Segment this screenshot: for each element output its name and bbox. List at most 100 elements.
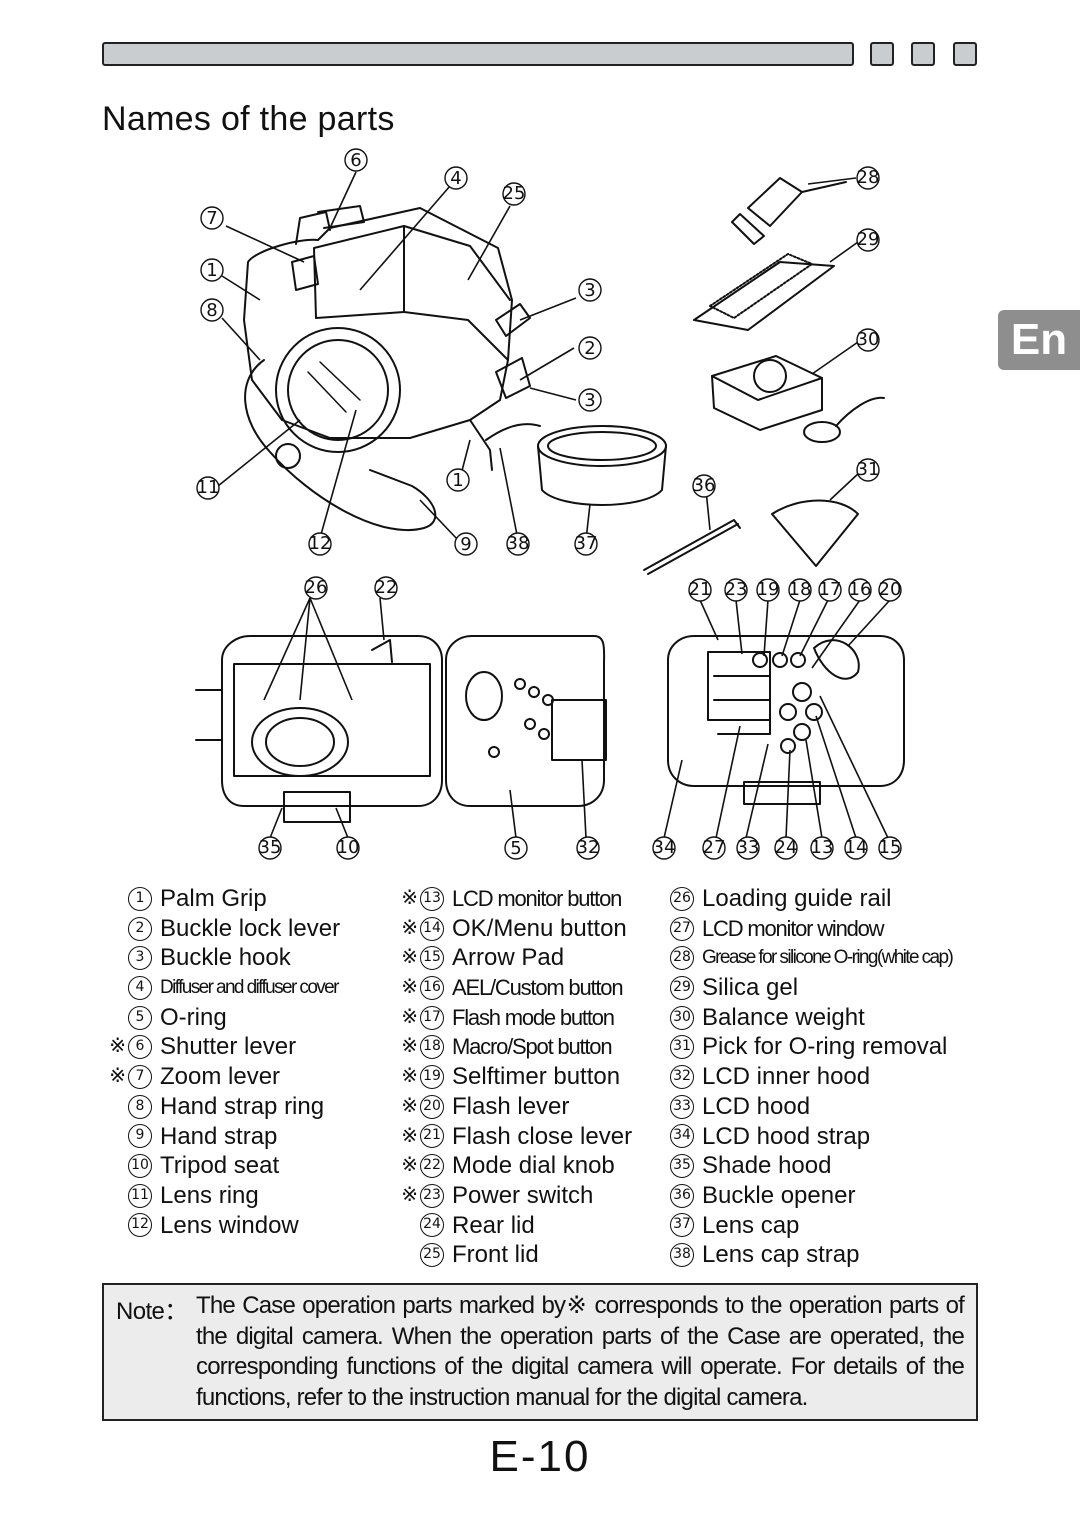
part-item: 31 Pick for O-ring removal <box>646 1032 952 1062</box>
callout-8: 8 <box>200 298 224 322</box>
part-number: 12 <box>128 1213 152 1238</box>
housing-rear-view <box>667 635 905 805</box>
parts-list-column-1: 1 Palm Grip 2 Buckle lock lever 3 Buckle hook… <box>104 884 340 1240</box>
part-number: 33 <box>670 1094 694 1119</box>
silica-gel-illustration <box>693 253 835 331</box>
callout-15: 15 <box>878 836 902 860</box>
part-label: Hand strap <box>160 1122 278 1150</box>
callout-17: 17 <box>818 578 842 602</box>
grease-tube-illustration <box>731 177 847 245</box>
svg-text:32: 32 <box>577 837 600 858</box>
part-number: 36 <box>670 1183 694 1208</box>
lens-cap-illustration <box>537 425 667 506</box>
part-label: Pick for O-ring removal <box>702 1033 948 1061</box>
part-label: Shutter lever <box>160 1033 297 1061</box>
callout-25: 25 <box>502 182 526 206</box>
callout-37: 37 <box>574 532 598 556</box>
svg-text:28: 28 <box>857 167 880 188</box>
language-tab[interactable]: En <box>998 310 1080 370</box>
header-square <box>911 42 935 66</box>
callout-14: 14 <box>844 836 868 860</box>
part-number: 19 <box>420 1064 444 1089</box>
callout-1: 1 <box>200 258 224 282</box>
operation-mark: ※ <box>401 946 418 969</box>
callout-16: 16 <box>848 578 872 602</box>
part-label: Flash lever <box>452 1092 570 1120</box>
note-box: Note： The Case operation parts marked by… <box>102 1283 978 1421</box>
svg-text:18: 18 <box>789 579 812 600</box>
part-number: 17 <box>420 1005 444 1030</box>
housing-interior-back <box>445 635 607 807</box>
callout-19: 19 <box>756 578 780 602</box>
part-label: Power switch <box>452 1181 594 1209</box>
svg-text:3: 3 <box>584 280 595 301</box>
part-number: 3 <box>128 946 152 971</box>
housing-front-illustration <box>243 205 541 531</box>
callout-6: 6 <box>344 148 368 172</box>
svg-text:3: 3 <box>584 390 595 411</box>
part-label: Flash close lever <box>452 1122 633 1150</box>
part-label: Buckle hook <box>160 944 291 972</box>
callout-2: 2 <box>578 336 602 360</box>
part-label: Hand strap ring <box>160 1092 325 1120</box>
part-number: 31 <box>670 1035 694 1060</box>
callout-10: 10 <box>336 836 360 860</box>
part-number: 2 <box>128 916 152 941</box>
operation-mark: ※ <box>109 1035 126 1058</box>
svg-text:2: 2 <box>584 338 595 359</box>
part-number: 11 <box>128 1183 152 1208</box>
callout-28: 28 <box>856 166 880 190</box>
part-number: 18 <box>420 1035 444 1060</box>
callout-31: 31 <box>856 458 880 482</box>
part-item: 1 Palm Grip <box>104 884 340 914</box>
svg-text:35: 35 <box>259 837 282 858</box>
part-label: Palm Grip <box>160 885 267 912</box>
part-label: Arrow Pad <box>452 944 565 972</box>
part-label: Lens ring <box>160 1181 259 1209</box>
part-item: 2 Buckle lock lever <box>104 914 340 944</box>
part-number: 16 <box>420 975 444 1000</box>
operation-mark: ※ <box>401 1154 418 1177</box>
callout-32: 32 <box>576 836 600 860</box>
operation-mark: ※ <box>401 887 418 909</box>
svg-text:26: 26 <box>305 577 328 598</box>
svg-text:30: 30 <box>857 329 880 350</box>
svg-text:15: 15 <box>879 837 902 858</box>
part-number: 1 <box>128 886 152 911</box>
part-number: 24 <box>420 1213 444 1238</box>
part-label: Front lid <box>452 1241 539 1269</box>
callout-3b: 3 <box>578 388 602 412</box>
part-number: 38 <box>670 1243 694 1268</box>
operation-mark: ※ <box>109 1065 126 1088</box>
part-number: 6 <box>128 1035 152 1060</box>
callout-22: 22 <box>374 576 398 600</box>
svg-text:33: 33 <box>737 837 760 858</box>
part-number: 28 <box>670 946 694 971</box>
part-number: 8 <box>128 1094 152 1119</box>
part-number: 14 <box>420 916 444 941</box>
part-number: 15 <box>420 946 444 971</box>
part-item: ※6 Shutter lever <box>104 1032 340 1062</box>
part-number: 20 <box>420 1094 444 1119</box>
callout-4: 4 <box>444 166 468 190</box>
part-label: Buckle lock lever <box>160 914 341 942</box>
callout-27: 27 <box>702 836 726 860</box>
svg-text:20: 20 <box>879 579 902 600</box>
svg-text:27: 27 <box>703 837 726 858</box>
part-label: Grease for silicone O-ring(white cap) <box>702 947 954 969</box>
operation-mark: ※ <box>401 976 418 999</box>
